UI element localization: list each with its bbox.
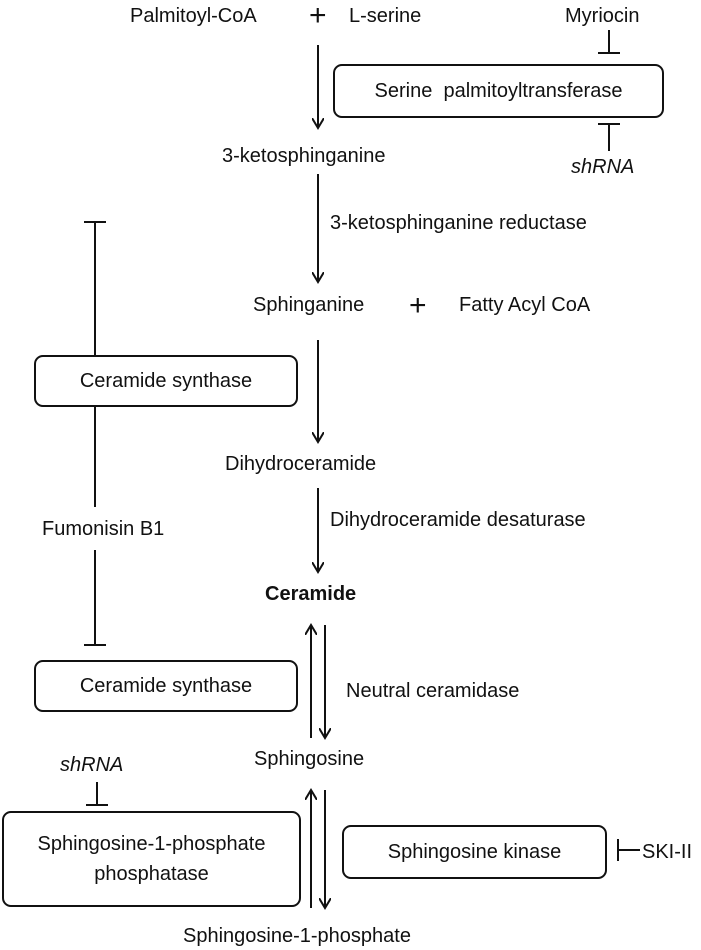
inhibitor-ski-ii: SKI-II	[642, 841, 693, 863]
enzyme-sgpp-line2: phosphatase	[94, 863, 209, 885]
plus-sign-top: +	[309, 0, 327, 32]
fumonisin-inhibition-down	[84, 550, 106, 646]
metabolite-3-ketosphinganine: 3-ketosphinganine	[222, 145, 386, 167]
enzyme-dihydroceramide-desaturase: Dihydroceramide desaturase	[330, 509, 586, 531]
enzyme-sphingosine-kinase: Sphingosine kinase	[387, 841, 562, 863]
enzyme-box-ceramide-synthase-bottom: Ceramide synthase	[34, 660, 298, 712]
enzyme-sgpp-line1: Sphingosine-1-phosphate	[37, 833, 266, 855]
metabolite-sphingosine: Sphingosine	[254, 748, 365, 770]
metabolite-sphinganine: Sphinganine	[253, 294, 365, 316]
enzyme-box-sphingosine-kinase: Sphingosine kinase	[342, 825, 607, 879]
enzyme-box-serine-palmitoyltransferase: Serine palmitoyltransferase	[333, 64, 664, 118]
inhibitor-shrna-top: shRNA	[571, 156, 635, 178]
metabolite-l-serine: L-serine	[349, 5, 422, 27]
inhibitor-shrna-bottom: shRNA	[60, 754, 124, 776]
enzyme-neutral-ceramidase: Neutral ceramidase	[346, 680, 520, 702]
enzyme-box-sphingosine-1-phosphate-phosphatase: Sphingosine-1-phosphate phosphatase	[2, 811, 301, 907]
shrna-bottom-inhibition	[86, 782, 108, 806]
inhibitor-myriocin: Myriocin	[565, 5, 640, 27]
enzyme-serine-palmitoyltransferase: Serine palmitoyltransferase	[374, 80, 623, 102]
enzyme-ceramide-synthase-bottom: Ceramide synthase	[79, 675, 253, 697]
enzyme-3-ketosphinganine-reductase: 3-ketosphinganine reductase	[330, 212, 587, 234]
metabolite-palmitoyl-coa: Palmitoyl-CoA	[130, 5, 257, 27]
enzyme-box-ceramide-synthase-top: Ceramide synthase	[34, 355, 298, 407]
metabolite-ceramide: Ceramide	[265, 583, 357, 605]
shrna-top-inhibition	[598, 123, 620, 151]
metabolite-fatty-acyl-coa: Fatty Acyl CoA	[459, 294, 591, 316]
plus-sign-middle: +	[409, 289, 427, 322]
ski-inhibition	[617, 839, 640, 861]
metabolite-sphingosine-1-phosphate: Sphingosine-1-phosphate	[183, 925, 411, 947]
inhibitor-fumonisin-b1: Fumonisin B1	[42, 518, 165, 540]
myriocin-inhibition	[598, 30, 620, 54]
metabolite-dihydroceramide: Dihydroceramide	[225, 453, 377, 475]
enzyme-ceramide-synthase-top: Ceramide synthase	[79, 370, 253, 392]
